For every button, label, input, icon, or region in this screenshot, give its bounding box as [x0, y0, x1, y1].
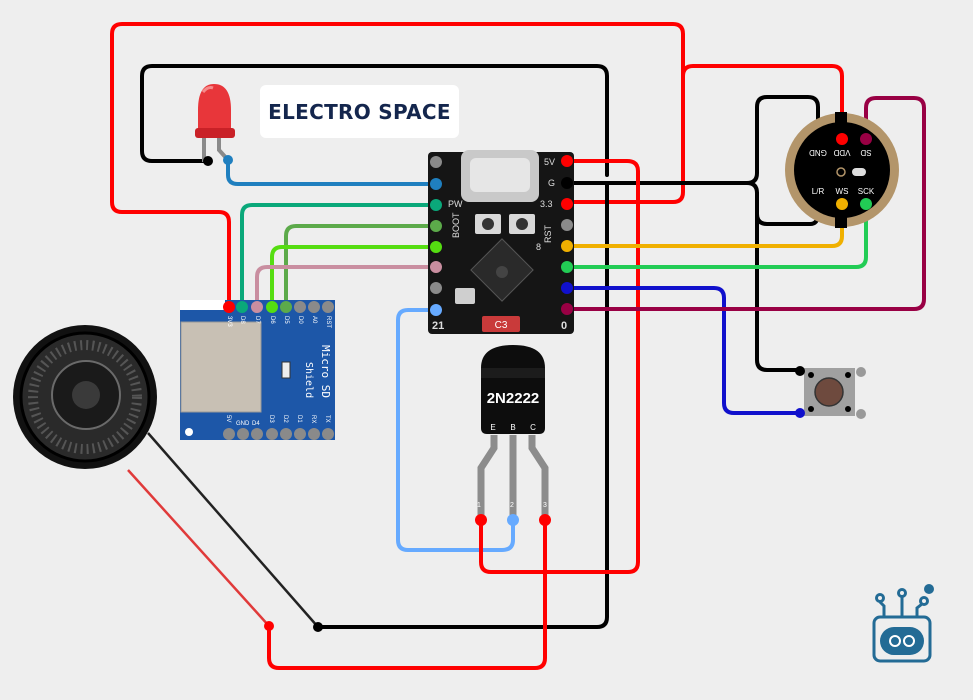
wire-d8 — [240, 203, 438, 309]
speaker-lead-black — [147, 432, 319, 628]
sd-title-2: Shield — [303, 362, 314, 398]
svg-text:GND: GND — [236, 421, 250, 427]
pin-label-8: 8 — [536, 242, 541, 252]
svg-text:B: B — [510, 423, 515, 432]
sd-pin-labels: 3V3 D8 D7 D6 D5 D0 A0 RST 5V GND D4 D3 D… — [225, 316, 331, 427]
wire-3v3-top — [110, 22, 685, 309]
svg-text:D8: D8 — [239, 316, 245, 324]
svg-text:D1: D1 — [296, 415, 302, 423]
svg-text:D5: D5 — [283, 316, 289, 324]
wire-d6 — [270, 245, 438, 309]
sd-top-pins — [223, 301, 334, 313]
svg-text:L/R: L/R — [812, 187, 825, 196]
wire-led-anode — [226, 158, 438, 186]
svg-text:3: 3 — [543, 502, 547, 509]
pin-label-0: 0 — [561, 320, 567, 332]
antenna-label: C3 — [495, 320, 508, 331]
inmp441-microphone: GND VDD SD L/R WS SCK — [785, 112, 899, 228]
led — [195, 84, 235, 166]
svg-text:SCK: SCK — [858, 187, 875, 196]
wire-sck — [565, 202, 868, 269]
pin-label-33: 3.3 — [540, 199, 553, 209]
svg-text:D3: D3 — [268, 415, 274, 423]
rst-label: RST — [543, 224, 553, 243]
wire-mic-sd — [565, 96, 926, 311]
micro-sd-shield: Micro SD Shield — [180, 300, 335, 440]
wire-5v — [479, 159, 640, 574]
transistor-part: 2N2222 — [487, 390, 540, 407]
svg-text:C: C — [530, 423, 536, 432]
wire-d7 — [255, 265, 438, 309]
svg-text:3V3: 3V3 — [226, 316, 232, 327]
title-banner: ELECTRO SPACE — [260, 85, 459, 138]
electro-space-logo — [872, 584, 934, 663]
svg-text:D7: D7 — [254, 316, 260, 324]
sd-title-1: Micro SD — [319, 345, 332, 398]
wire-collector-speaker — [267, 518, 547, 670]
boot-label: BOOT — [451, 212, 461, 238]
svg-text:2: 2 — [510, 502, 514, 509]
svg-text:GND: GND — [809, 148, 827, 157]
wire-led-gnd — [140, 64, 609, 177]
esp32c3-board: C3 PW BOOT RST 5V G 3.3 8 21 0 — [428, 150, 574, 334]
pin-label-pw: PW — [448, 199, 463, 209]
page-title: ELECTRO SPACE — [268, 99, 451, 124]
wire-mic-vdd — [681, 64, 844, 141]
svg-text:D4: D4 — [252, 421, 260, 427]
svg-text:WS: WS — [836, 187, 849, 196]
speaker — [13, 325, 157, 469]
wire-gnd-bus — [565, 181, 804, 372]
speaker-lead-red — [127, 469, 270, 627]
svg-text:1: 1 — [477, 502, 481, 509]
svg-text:A0: A0 — [311, 316, 317, 324]
svg-text:RX: RX — [310, 415, 316, 423]
sd-bottom-pins — [223, 428, 334, 440]
wire-mic-gnd — [745, 95, 820, 185]
wire-gpio21-base — [396, 308, 515, 552]
push-button[interactable] — [795, 366, 866, 419]
speaker-pos-node — [264, 621, 274, 631]
svg-text:D2: D2 — [282, 415, 288, 423]
speaker-gnd-node — [313, 622, 323, 632]
svg-text:VDD: VDD — [833, 148, 850, 157]
svg-text:D6: D6 — [269, 316, 275, 324]
pin-label-5v: 5V — [544, 157, 555, 167]
svg-text:5V: 5V — [225, 415, 231, 422]
wire-d5 — [284, 224, 438, 309]
wire-button — [565, 286, 802, 415]
svg-text:TX: TX — [324, 415, 330, 423]
svg-text:RST: RST — [325, 316, 331, 328]
mcu-right-pins — [561, 155, 573, 315]
transistor-2n2222: 2N2222 E B C 1 2 3 — [475, 345, 551, 526]
pin-label-g: G — [548, 178, 555, 188]
pin-label-21: 21 — [432, 320, 444, 332]
svg-text:E: E — [490, 423, 495, 432]
wire-speaker-gnd — [316, 181, 609, 629]
mcu-left-pins — [430, 156, 442, 316]
svg-text:D0: D0 — [297, 316, 303, 324]
svg-text:SD: SD — [860, 148, 871, 157]
wire-ws — [565, 202, 844, 248]
